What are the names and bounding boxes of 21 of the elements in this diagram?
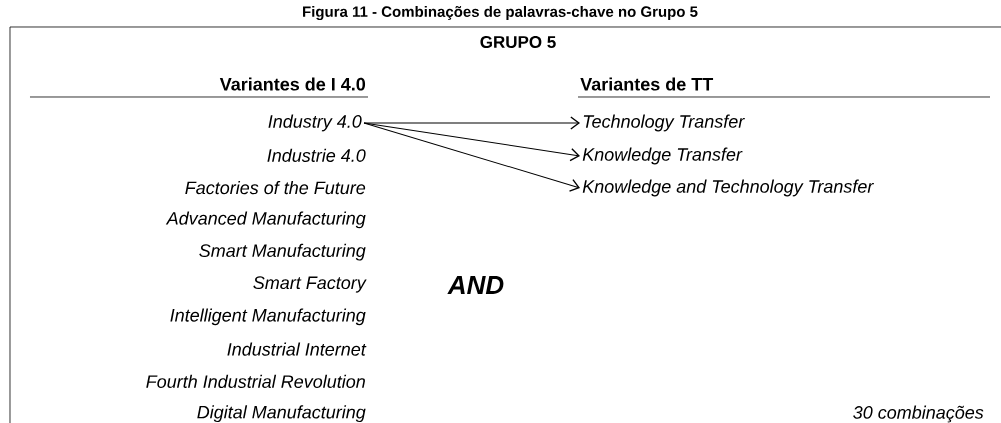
term: Intelligent Manufacturing [170,308,366,326]
term: Knowledge Transfer [582,147,743,165]
term: Factories of the Future [185,181,366,195]
operator-label: AND [447,276,504,294]
group-heading: GRUPO 5 [480,36,556,48]
column-heading: Variantes de TT [580,77,714,91]
term: Advanced Manufacturing [165,211,366,229]
term: Industrial Internet [227,342,367,356]
column-heading: Variantes de I 4.0 [219,77,366,91]
term: Knowledge and Technology Transfer [582,179,874,197]
term: Digital Manufacturing [197,405,366,423]
term: Industrie 4.0 [267,148,366,162]
arrow [363,116,580,130]
term: Smart Manufacturing [199,243,366,261]
term: Industry 4.0 [268,114,362,132]
figure-title: Figura 11 - Combinações de palavras-chave no Grupo 5 [303,5,698,20]
arrow [363,122,580,192]
term: Fourth Industrial Revolution [146,374,365,388]
note: 30 combinações [853,405,984,423]
term: Technology Transfer [583,114,745,132]
term: Smart Factory [253,276,367,293]
